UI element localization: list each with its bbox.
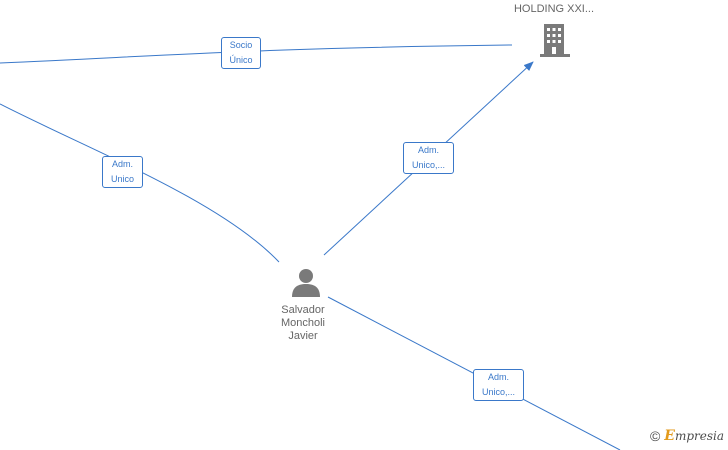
brand-logo: Empresia	[664, 428, 724, 444]
edge-line-adm-unico-left	[0, 103, 280, 263]
edge-label-adm-unico-left[interactable]: Adm. Unico	[102, 156, 143, 188]
edge-label-adm-unico-bottom[interactable]: Adm. Unico,...	[473, 369, 524, 401]
building-icon[interactable]	[540, 22, 572, 63]
empresia-watermark: © Empresia	[650, 428, 724, 444]
person-node-label: Salvador Moncholi Javier	[280, 304, 326, 342]
edge-label-socio-unico[interactable]: Socio Único	[221, 37, 261, 69]
company-node-label: HOLDING XXI...	[513, 3, 595, 15]
copyright-icon: ©	[649, 428, 661, 444]
edge-label-adm-unico-holding[interactable]: Adm. Unico,...	[403, 142, 454, 174]
person-icon[interactable]	[291, 268, 321, 303]
